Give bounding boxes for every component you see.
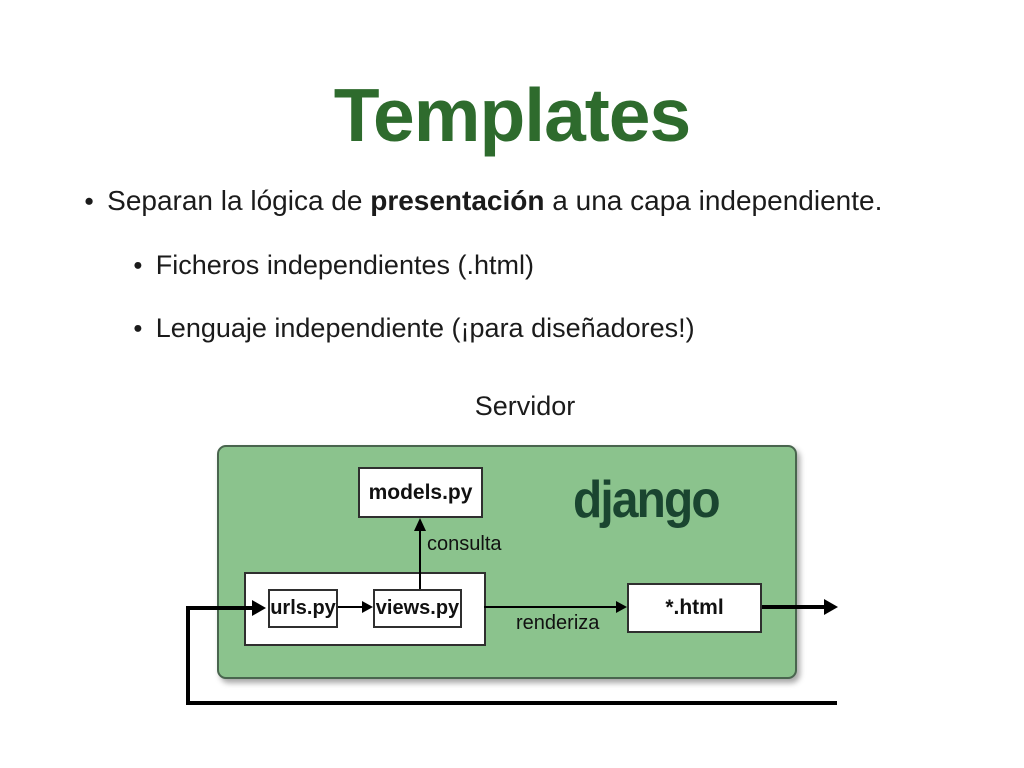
request-in-arrowhead-icon (252, 600, 266, 616)
views-box: views.py (373, 589, 462, 628)
bullet-main-text: Separan la lógica de presentación a una … (107, 185, 883, 216)
urls-to-views-arrowhead-icon (362, 601, 373, 613)
bullet-icon: ● (133, 319, 143, 338)
response-out-line (760, 605, 824, 609)
consulta-line (419, 530, 421, 589)
views-to-html-line (484, 606, 616, 608)
bullet-sub-language-text: Lenguaje independiente (¡para diseñadore… (155, 313, 695, 343)
page-title: Templates (333, 73, 691, 158)
bullet-main-bold: presentación (370, 185, 545, 216)
bullet-icon: ● (84, 191, 95, 211)
django-logo: django (573, 471, 721, 529)
html-box: *.html (627, 583, 762, 633)
models-box: models.py (358, 467, 483, 518)
urls-box: urls.py (268, 589, 338, 628)
renderiza-label: renderiza (516, 612, 600, 634)
server-label: Servidor (474, 391, 576, 421)
bullet-sub-files: ● Ficheros independientes (.html) (133, 250, 534, 281)
bullet-sub-language: ● Lenguaje independiente (¡para diseñador… (133, 313, 695, 344)
response-bottom-line (186, 701, 837, 705)
response-out-arrowhead-icon (824, 599, 838, 615)
bullet-sub-files-text: Ficheros independientes (.html) (155, 250, 534, 280)
request-in-line (186, 606, 256, 610)
views-to-html-arrowhead-icon (616, 601, 627, 613)
consulta-up-arrowhead-icon (414, 518, 426, 531)
urls-to-views-line (336, 606, 362, 608)
bullet-main: ● Separan la lógica de presentación a una… (84, 185, 882, 217)
consulta-label: consulta (427, 533, 502, 555)
bullet-icon: ● (133, 256, 143, 275)
request-in-vertical-line (186, 606, 190, 705)
